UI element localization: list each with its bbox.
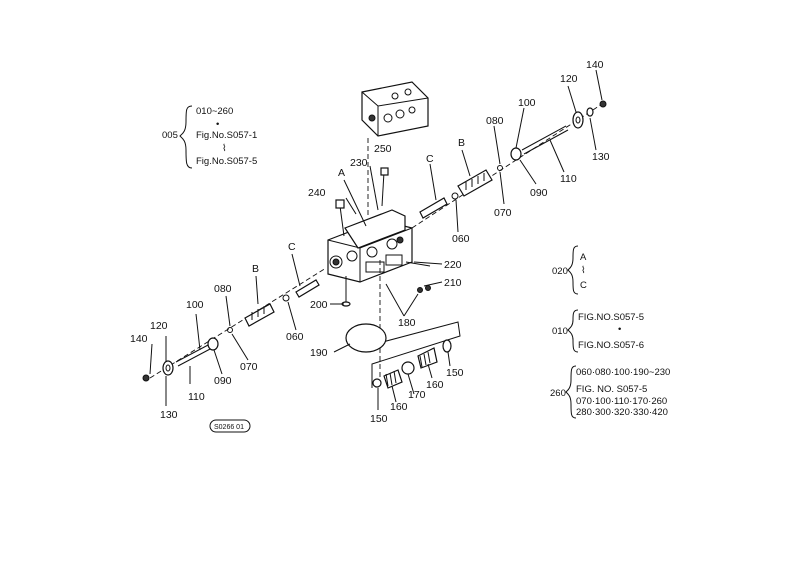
label-240: 240 (308, 187, 326, 199)
part-labels: 140 120 130 100 110 090 080 070 B 060 C … (130, 59, 610, 425)
figure-stamp-text: S0266 01 (214, 424, 244, 431)
label-080-left: 080 (214, 283, 232, 295)
label-100-right: 100 (518, 97, 536, 109)
callout-005-number: 005 (162, 130, 178, 141)
label-150-top: 150 (446, 367, 464, 379)
label-180: 180 (398, 317, 416, 329)
bolts (335, 167, 431, 353)
label-160-top: 160 (426, 379, 444, 391)
callout-020-line1: A (580, 252, 587, 263)
label-130-right: 130 (592, 151, 610, 163)
callout-005-line4: ⌇ (222, 143, 227, 154)
label-200: 200 (310, 299, 328, 311)
left-spool-assembly (142, 279, 320, 382)
callout-020-line3: C (580, 280, 587, 291)
callout-005-line2: • (216, 119, 219, 130)
label-220: 220 (444, 259, 462, 271)
label-190: 190 (310, 347, 328, 359)
label-C-left: C (288, 241, 296, 253)
figure-stamp: S0266 01 (209, 419, 251, 433)
right-spool-assembly (419, 100, 607, 219)
callout-020-line2: ⌇ (581, 265, 586, 276)
label-A: A (338, 167, 345, 179)
spring-stack (372, 339, 452, 389)
callout-010: 010 FIG.NO.S057-5 • FIG.NO.S057-6 (552, 309, 644, 353)
label-210: 210 (444, 277, 462, 289)
label-B-right: B (458, 137, 465, 149)
label-160-bottom: 160 (390, 401, 408, 413)
label-250: 250 (374, 143, 392, 155)
label-060-right: 060 (452, 233, 470, 245)
callout-020: 020 A ⌇ C (552, 245, 587, 295)
label-070-right: 070 (494, 207, 512, 219)
valve-head-block (361, 81, 429, 137)
label-140-right: 140 (586, 59, 604, 71)
callout-260-line1: 060·080·100·190~230 (576, 367, 670, 378)
callout-010-number: 010 (552, 326, 568, 337)
label-090-left: 090 (214, 375, 232, 387)
label-090-right: 090 (530, 187, 548, 199)
callout-005-line1: 010~260 (196, 106, 233, 117)
label-130-left: 130 (160, 409, 178, 421)
label-B-left: B (252, 263, 259, 275)
label-120-right: 120 (560, 73, 578, 85)
callout-260-number: 260 (550, 388, 566, 399)
label-100-left: 100 (186, 299, 204, 311)
callout-260-line2: FIG. NO. S057-5 (576, 384, 647, 395)
label-110-right: 110 (560, 173, 577, 185)
label-070-left: 070 (240, 361, 258, 373)
leader-lines (149, 69, 603, 410)
callout-005: 005 010~260 • Fig.No.S057-1 ⌇ Fig.No.S05… (162, 105, 257, 169)
label-110-left: 110 (188, 391, 205, 403)
callout-260-line4: 280·300·320·330·420 (576, 407, 668, 418)
callout-020-number: 020 (552, 266, 568, 277)
valve-body (327, 209, 413, 283)
label-150-bottom: 150 (370, 413, 388, 425)
callout-005-line5: Fig.No.S057-5 (196, 156, 257, 167)
callout-010-line3: FIG.NO.S057-6 (578, 340, 644, 351)
callout-005-line3: Fig.No.S057-1 (196, 130, 257, 141)
label-080-right: 080 (486, 115, 504, 127)
callout-010-line2: • (618, 324, 621, 335)
label-140-left: 140 (130, 333, 148, 345)
callout-260: 260 060·080·100·190~230 FIG. NO. S057-5 … (550, 365, 670, 419)
callout-260-line3: 070·100·110·170·260 (576, 396, 667, 407)
label-120-left: 120 (150, 320, 168, 332)
label-C-right: C (426, 153, 434, 165)
label-230: 230 (350, 157, 368, 169)
label-170: 170 (408, 389, 426, 401)
label-060-left: 060 (286, 331, 304, 343)
callout-010-line1: FIG.NO.S057-5 (578, 312, 644, 323)
